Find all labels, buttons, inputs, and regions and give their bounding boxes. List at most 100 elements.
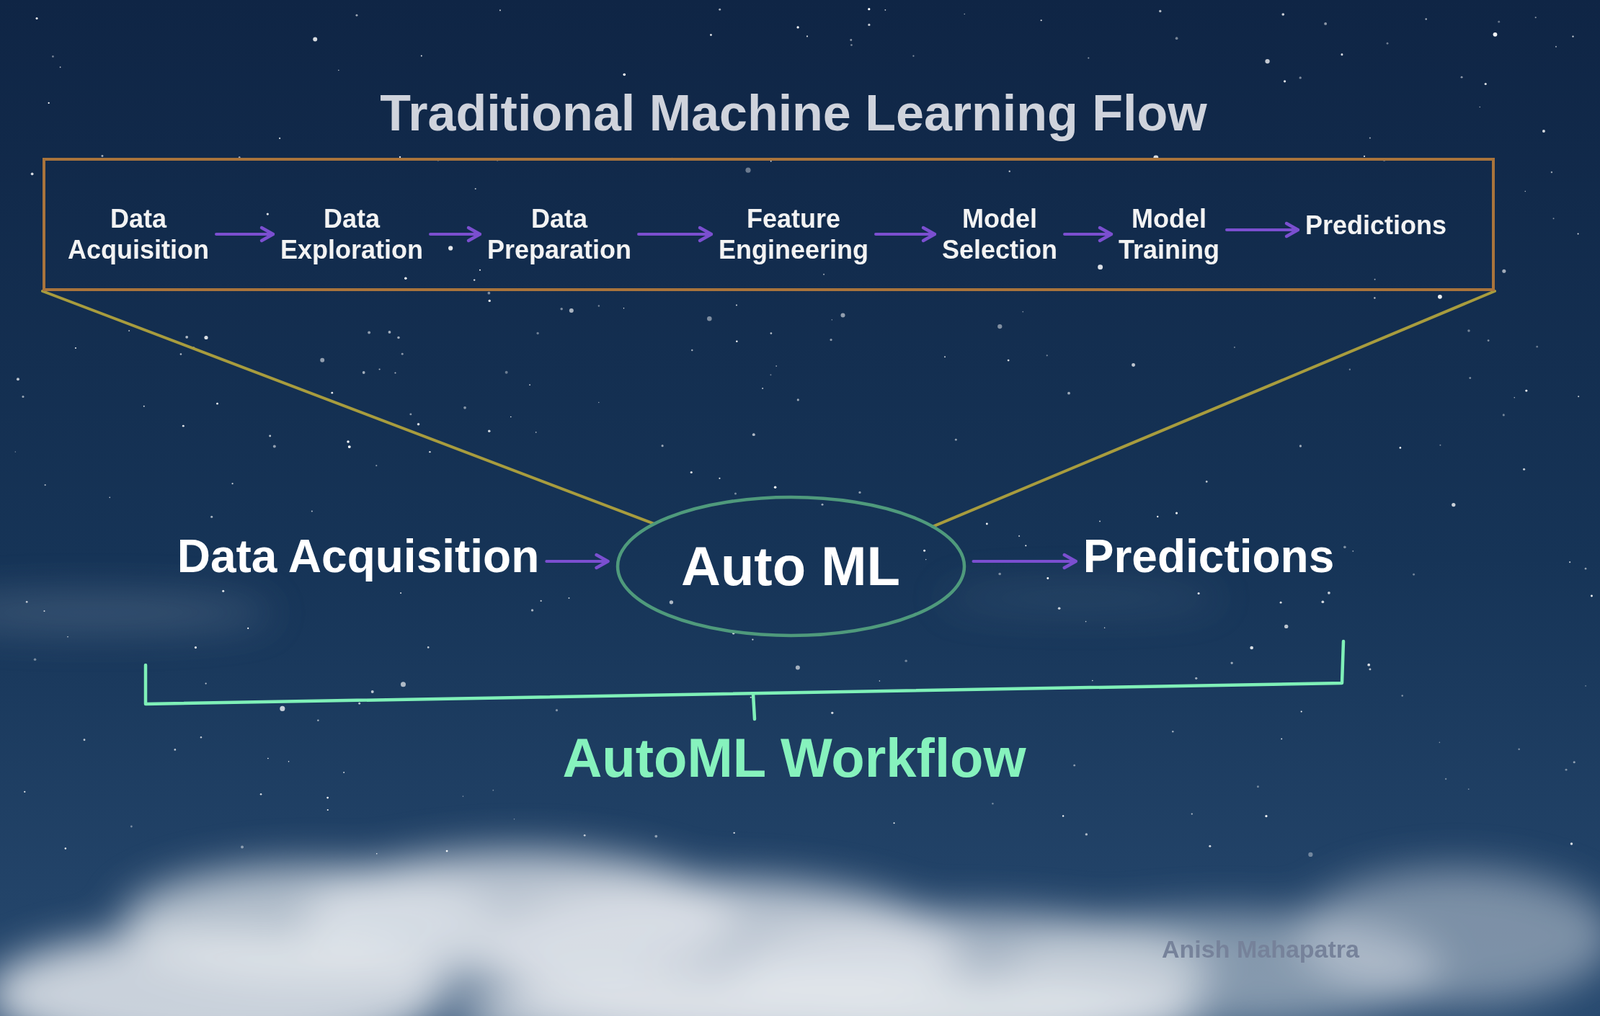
- star: [912, 55, 914, 57]
- star: [1584, 567, 1588, 571]
- star: [568, 597, 571, 599]
- star: [420, 55, 423, 57]
- star: [279, 706, 285, 712]
- star: [409, 412, 412, 416]
- star: [417, 423, 421, 426]
- star: [1327, 591, 1331, 595]
- star: [745, 167, 751, 173]
- star: [462, 795, 465, 798]
- star: [1284, 624, 1288, 629]
- star: [1424, 18, 1428, 21]
- star: [338, 69, 339, 71]
- star: [540, 600, 542, 602]
- star: [428, 451, 431, 453]
- stage-label: Predictions: [1083, 529, 1335, 585]
- star: [101, 154, 104, 158]
- star: [317, 719, 320, 722]
- star: [216, 402, 219, 406]
- star: [474, 188, 477, 190]
- star: [796, 25, 799, 29]
- star: [1368, 668, 1371, 671]
- star: [718, 8, 721, 11]
- step-label: Feature Engineering: [718, 203, 869, 266]
- star: [734, 492, 737, 495]
- star: [1007, 359, 1010, 362]
- star: [182, 425, 185, 428]
- star: [1299, 444, 1302, 447]
- star: [1584, 685, 1587, 687]
- zoom-line: [42, 291, 654, 524]
- star: [427, 646, 430, 649]
- star: [709, 33, 713, 37]
- bracket-label-box: AutoML Workflow: [562, 725, 1026, 791]
- star: [1091, 680, 1094, 682]
- star: [15, 451, 17, 453]
- star: [21, 395, 24, 398]
- star: [1367, 663, 1371, 667]
- star: [622, 73, 626, 77]
- star: [488, 299, 491, 302]
- star: [267, 758, 269, 760]
- star: [735, 304, 738, 307]
- star: [1156, 516, 1159, 518]
- star: [1522, 468, 1526, 471]
- star: [221, 590, 225, 593]
- star: [59, 66, 62, 68]
- star: [823, 273, 825, 276]
- step-label: Data Exploration: [280, 203, 424, 266]
- star: [1191, 812, 1193, 815]
- star: [1085, 833, 1088, 836]
- node-text: Auto ML: [681, 533, 901, 599]
- star: [1565, 769, 1568, 772]
- star: [1024, 544, 1027, 547]
- star: [397, 336, 400, 340]
- star: [1525, 190, 1527, 193]
- star: [278, 137, 281, 140]
- star: [25, 601, 29, 604]
- star: [1175, 512, 1178, 515]
- star: [893, 822, 896, 824]
- star: [654, 835, 658, 839]
- star: [1571, 36, 1574, 38]
- star: [1062, 815, 1064, 817]
- star: [669, 600, 674, 604]
- star: [1501, 269, 1506, 274]
- star: [203, 335, 208, 340]
- flow-arrow: [546, 560, 608, 563]
- star: [260, 793, 263, 796]
- star: [1569, 561, 1571, 563]
- star: [273, 445, 277, 449]
- star: [505, 371, 509, 375]
- cloud: [454, 972, 1204, 1016]
- star: [1018, 535, 1020, 537]
- star: [661, 444, 664, 447]
- star: [400, 681, 406, 687]
- bracket: [145, 641, 1344, 705]
- star: [51, 55, 55, 58]
- star: [535, 431, 537, 434]
- star: [769, 374, 772, 376]
- star: [194, 646, 197, 649]
- star: [356, 14, 359, 17]
- star: [1479, 106, 1481, 108]
- star: [1264, 59, 1270, 64]
- star: [311, 510, 313, 512]
- star: [446, 850, 449, 853]
- star: [858, 491, 861, 494]
- star: [1439, 742, 1441, 744]
- star: [388, 330, 392, 334]
- flow-arrow: [216, 232, 274, 236]
- star: [750, 696, 752, 699]
- star: [1493, 32, 1498, 37]
- star: [560, 307, 563, 310]
- star: [64, 847, 67, 850]
- star: [1021, 311, 1024, 313]
- star: [205, 682, 207, 684]
- star: [1067, 392, 1071, 395]
- star: [1468, 376, 1471, 380]
- star: [1550, 171, 1553, 173]
- star: [1577, 395, 1580, 398]
- star: [707, 316, 713, 322]
- star: [1197, 592, 1200, 595]
